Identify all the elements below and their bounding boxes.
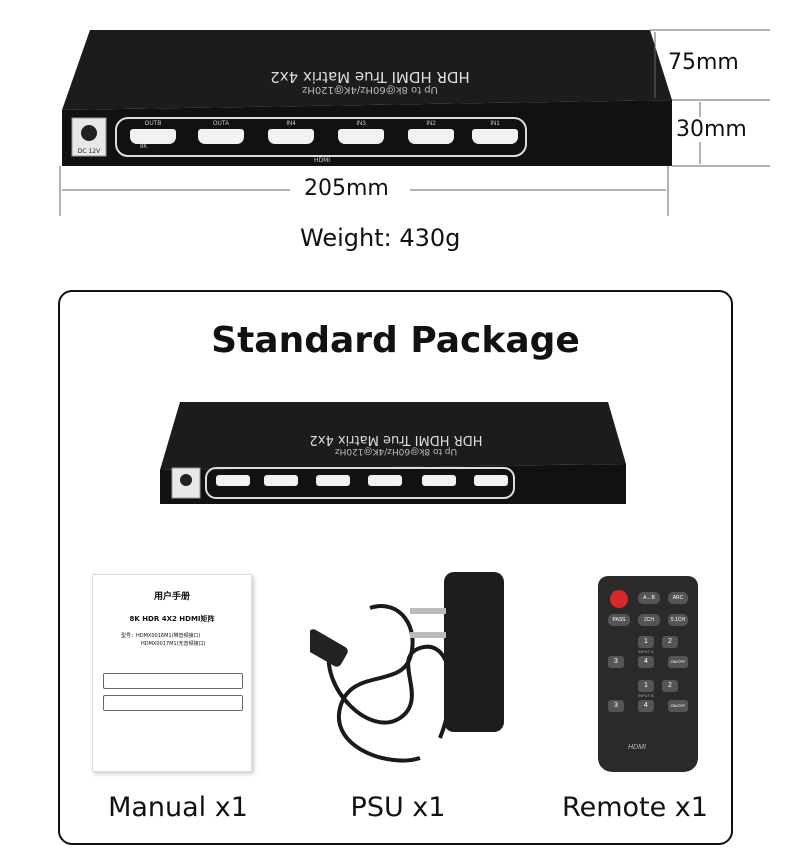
device-top-label: HDR HDMI True Matrix 4x2 [270, 68, 470, 86]
manual-device-drawing-1 [103, 673, 243, 689]
remote-button-a2: 2 [662, 636, 678, 648]
hdmi-port-outa: OUTA [190, 121, 252, 144]
remote-button-a-onoff: ON/OFF [668, 656, 688, 668]
device-top-sublabel: Up to 8k@60Hz/4K@120Hz [302, 84, 438, 95]
remote-row-label-a: INPUT A [638, 649, 654, 654]
package-item-remote: Remote x1 [562, 792, 708, 823]
package-port-strip [205, 467, 515, 499]
port-label: OUTB [144, 121, 162, 127]
hdmi-port-in3: IN3 [330, 121, 392, 144]
remote-button-pass: PASS [608, 614, 630, 626]
remote-button-b2: 2 [662, 680, 678, 692]
hdmi-port-icon [422, 475, 456, 486]
hdmi-port-icon [474, 475, 508, 486]
power-label: DC 12V [78, 148, 101, 155]
hdmi-port-in2: IN2 [400, 121, 462, 144]
package-device: HDR HDMI True Matrix 4x2 Up to 8k@60Hz/4… [160, 402, 626, 504]
remote-button-a4: 4 [638, 656, 654, 668]
manual-image: 用户手册 8K HDR 4X2 HDMI矩阵 型号：HDMX0016M1(带音频… [92, 574, 252, 772]
remote-button-51ch: 5.1CH [668, 614, 688, 626]
remote-image: A↔B ARC PASS 2CH 5.1CH 1 2 3 4 ON/OFF IN… [598, 576, 698, 772]
manual-subtitle: 8K HDR 4X2 HDMI矩阵 [129, 615, 215, 623]
manual-model-2: HDMX0017M1(无音频接口) [141, 641, 206, 647]
psu-image [310, 572, 504, 763]
dc-plug [310, 629, 348, 667]
port-label: IN3 [356, 121, 366, 127]
adapter-body [444, 572, 504, 732]
adapter-prong-2 [410, 632, 446, 638]
power-jack-icon [81, 125, 97, 141]
weight-text: Weight: 430g [300, 224, 461, 252]
hdmi-port-in1: IN1 [464, 121, 526, 144]
power-button [610, 590, 628, 608]
hdmi-port-icon [216, 475, 250, 486]
port-label: IN1 [490, 121, 500, 127]
package-power-jack-icon [180, 474, 192, 486]
hdmi-port-icon [316, 475, 350, 486]
package-device-sublabel: Up to 8k@60Hz/4K@120Hz [335, 446, 458, 456]
port-strip [115, 117, 527, 157]
remote-button-ab: A↔B [638, 592, 660, 604]
hdmi-port-icon [268, 129, 314, 144]
port-label: IN2 [426, 121, 436, 127]
hdmi-port-icon [130, 129, 176, 144]
hdmi-port-icon [368, 475, 402, 486]
remote-button-b3: 3 [608, 700, 624, 712]
width-dimension: 205mm [296, 176, 397, 201]
package-title: Standard Package [211, 320, 580, 361]
standard-package-box: Standard Package HDR HDMI True Matrix 4x… [58, 290, 733, 845]
depth-dimension: 75mm [668, 50, 739, 75]
port-group-label: HDMI [314, 157, 330, 164]
remote-button-arc: ARC [668, 592, 688, 604]
remote-button-2ch: 2CH [638, 614, 660, 626]
remote-button-a3: 3 [608, 656, 624, 668]
height-dimension: 30mm [676, 117, 747, 142]
top-device-ports: OUTB 8K OUTA IN4 IN3 IN2 IN1 [122, 121, 520, 153]
package-item-psu: PSU x1 [350, 792, 446, 823]
manual-device-drawing-2 [103, 695, 243, 711]
remote-row-label-b: INPUT B [638, 693, 654, 698]
hdmi-port-icon [408, 129, 454, 144]
port-label: IN4 [286, 121, 296, 127]
remote-button-b4: 4 [638, 700, 654, 712]
port-label: OUTA [212, 121, 230, 127]
device-top-face [62, 30, 672, 110]
hdmi-port-outb: OUTB 8K [122, 121, 184, 150]
package-item-manual: Manual x1 [108, 792, 248, 823]
remote-button-a1: 1 [638, 636, 654, 648]
remote-button-b-onoff: ON/OFF [668, 700, 688, 712]
hdmi-port-icon [472, 129, 518, 144]
remote-button-b1: 1 [638, 680, 654, 692]
hdmi-port-icon [198, 129, 244, 144]
hdmi-port-in4: IN4 [260, 121, 322, 144]
port-sub-label: 8K [140, 144, 148, 150]
hdmi-port-icon [338, 129, 384, 144]
adapter-prong-1 [410, 608, 446, 614]
manual-title: 用户手册 [153, 592, 190, 602]
remote-brand: HDMI [628, 744, 646, 751]
hdmi-port-icon [264, 475, 298, 486]
manual-model-1: 型号：HDMX0016M1(带音频接口) [121, 633, 201, 639]
package-device-top-label: HDR HDMI True Matrix 4x2 [310, 432, 483, 447]
